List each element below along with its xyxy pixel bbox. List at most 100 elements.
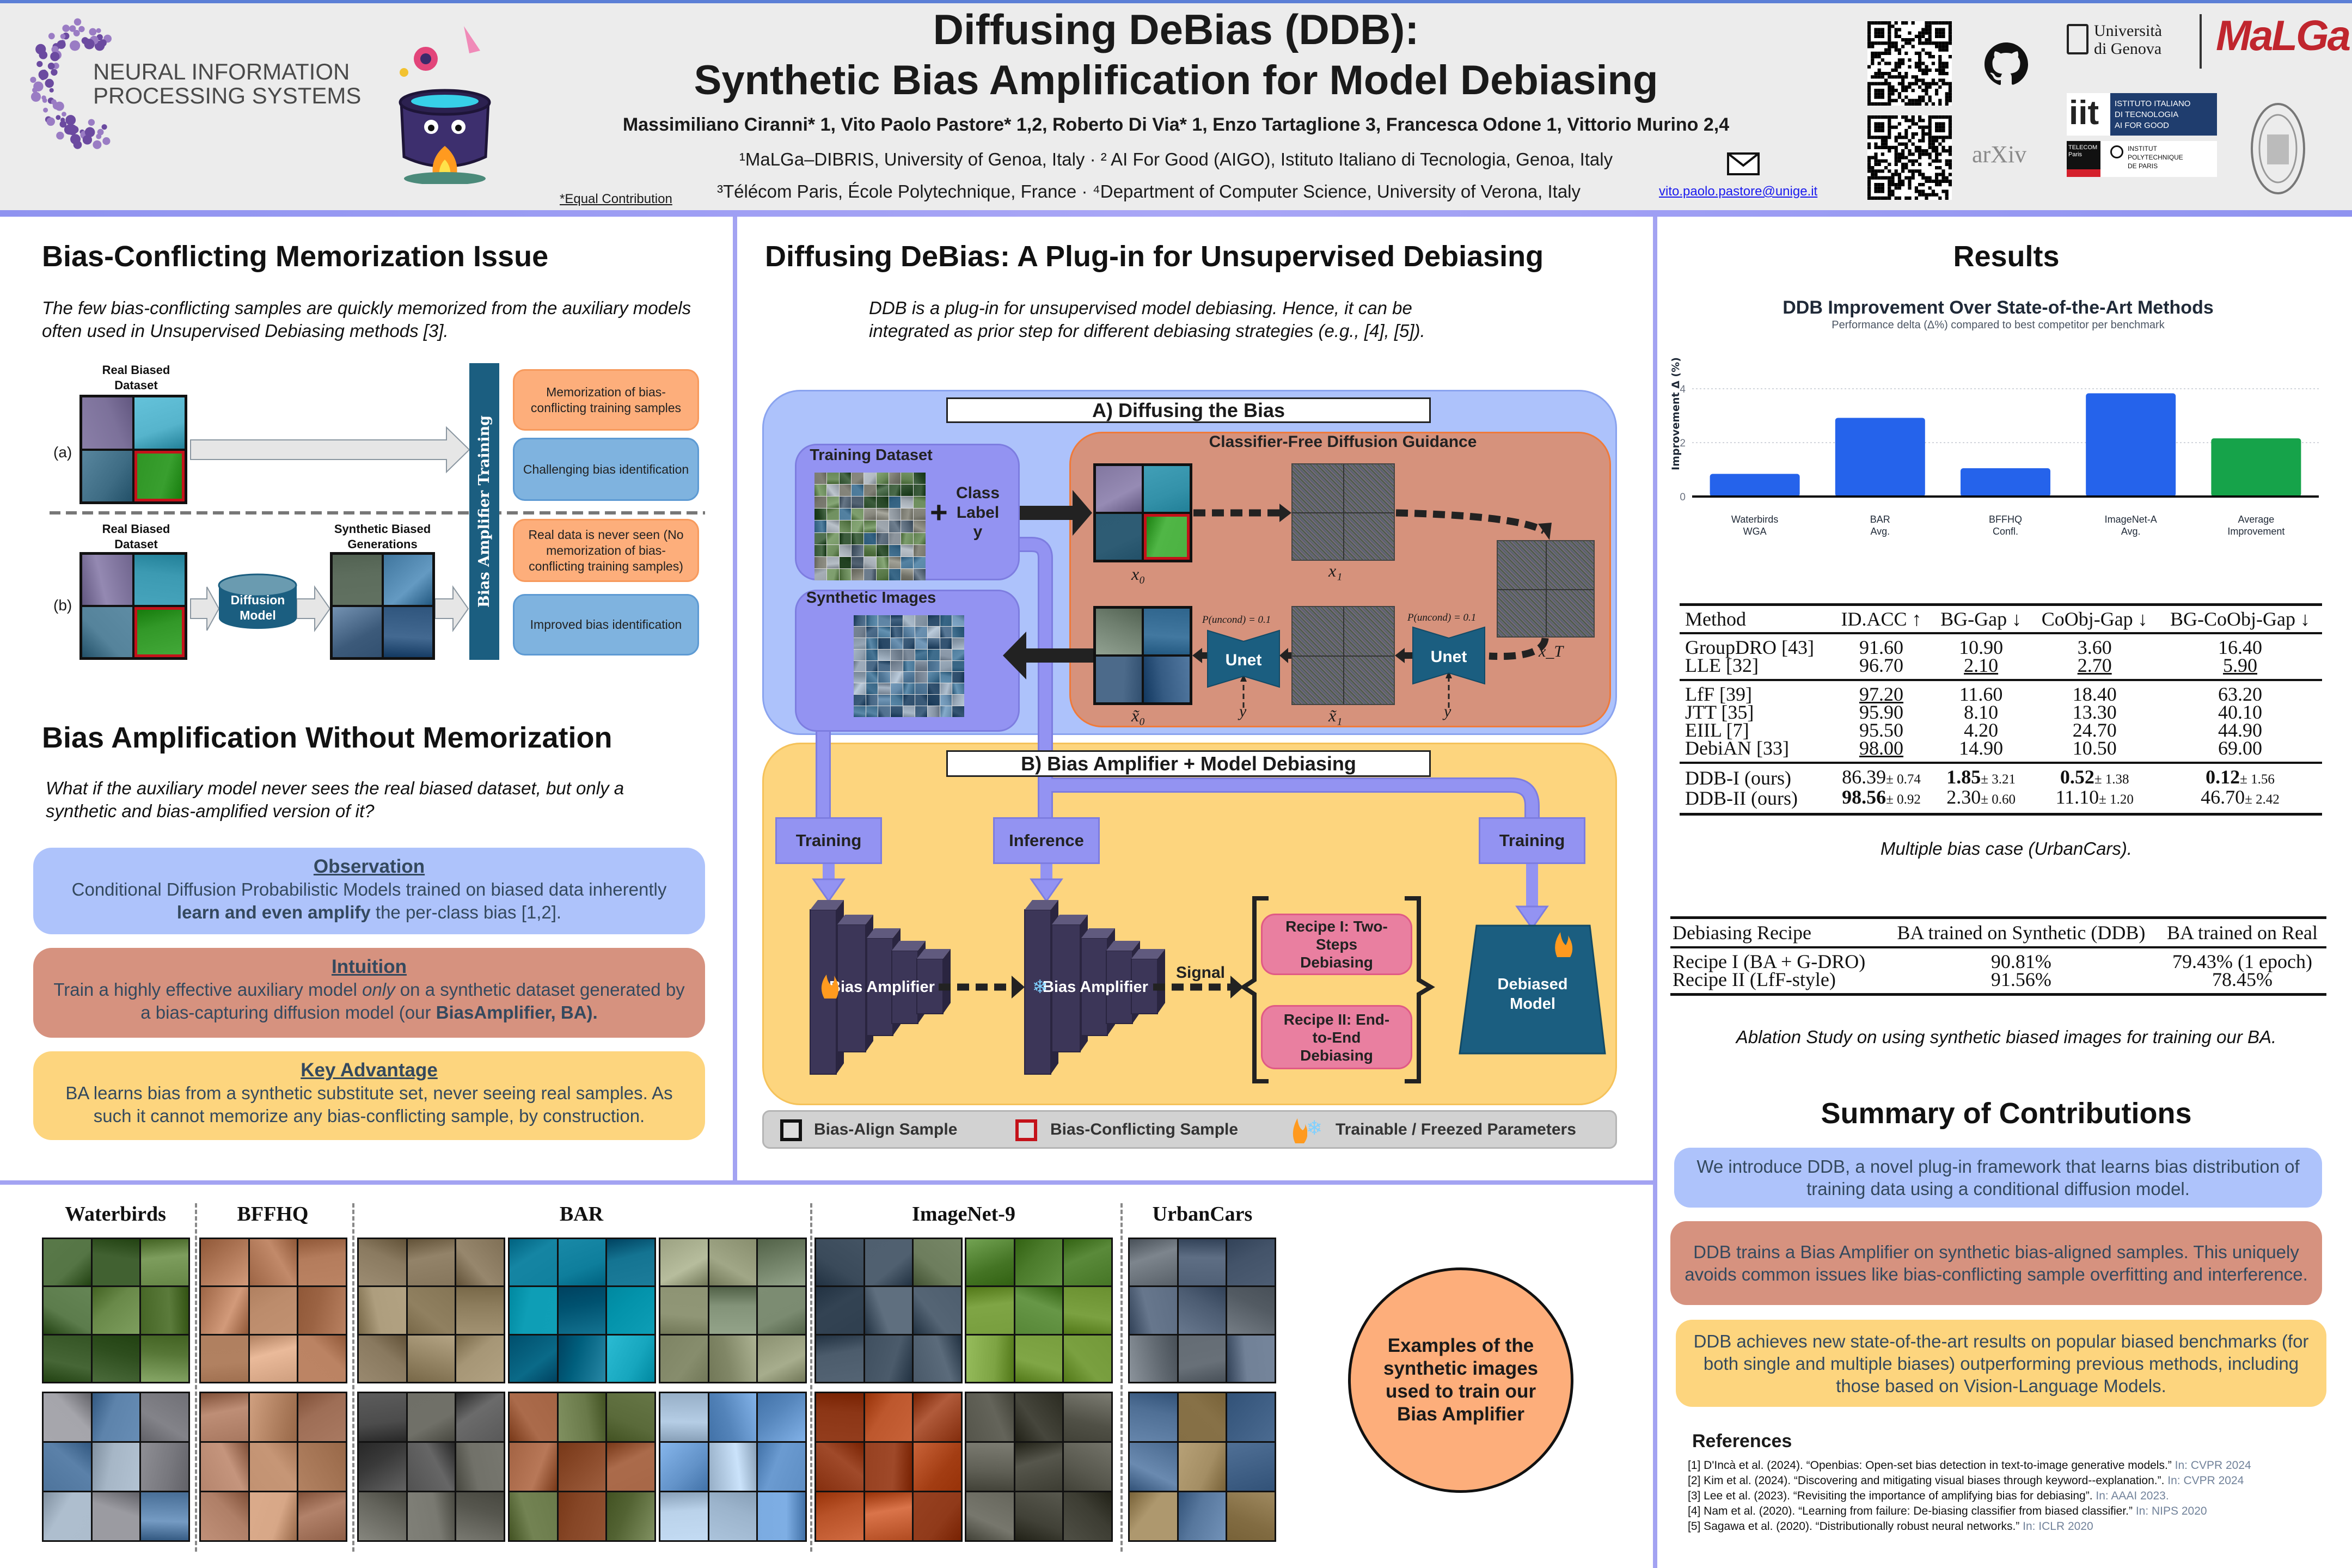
sample-image bbox=[249, 1443, 297, 1491]
intuition-title: Intuition bbox=[331, 956, 407, 977]
figure-label-a: (a) bbox=[53, 444, 72, 461]
image-grid bbox=[199, 1392, 347, 1542]
sample-image bbox=[816, 1239, 863, 1286]
sample-image bbox=[558, 1335, 606, 1382]
metric-cell: 95.90 bbox=[1832, 702, 1931, 722]
logo-dot bbox=[48, 33, 55, 40]
thumbnail bbox=[814, 520, 826, 532]
thumbnail bbox=[903, 638, 915, 649]
iit-logo: iit ISTITUTO ITALIANO DI TECNOLOGIA AI F… bbox=[2067, 93, 2217, 136]
observation-text-bold: learn and even amplify bbox=[176, 902, 371, 922]
sample-image bbox=[1130, 1492, 1177, 1540]
arxiv-logo[interactable]: arXiv bbox=[1972, 141, 2027, 168]
image-grid bbox=[357, 1238, 505, 1383]
y-tick-label: 0 bbox=[1680, 492, 1686, 503]
metric-value: 2.10 bbox=[1964, 654, 1999, 676]
metric-value: 44.90 bbox=[2218, 719, 2262, 741]
thumbnail bbox=[814, 509, 826, 520]
malga-logo: MaLGa bbox=[2216, 11, 2351, 59]
class-label: Class Label bbox=[955, 484, 1000, 522]
sample-image bbox=[407, 1239, 455, 1286]
figure-arrows bbox=[50, 426, 705, 633]
sample-image bbox=[333, 555, 382, 605]
dataset-name: UrbanCars bbox=[1152, 1203, 1253, 1226]
x-tick-label: Avg. bbox=[2121, 526, 2141, 537]
thumbnail bbox=[915, 695, 927, 706]
table-rule bbox=[1670, 993, 2326, 997]
signal-label: Signal bbox=[1176, 964, 1225, 982]
thumbnail bbox=[876, 556, 889, 568]
contact-email-link[interactable]: vito.paolo.pastore@unige.it bbox=[1659, 184, 1818, 199]
qr-code-icon[interactable] bbox=[1867, 115, 1952, 200]
sample-image bbox=[660, 1492, 708, 1540]
sample-image bbox=[914, 1335, 961, 1382]
thumbnail bbox=[852, 485, 864, 497]
thumbnail bbox=[864, 568, 876, 580]
arrow-icon bbox=[190, 426, 470, 474]
qr-code-icon[interactable] bbox=[1867, 21, 1952, 106]
arrow-icon bbox=[296, 585, 331, 633]
logo-dot bbox=[69, 25, 76, 32]
sample-image bbox=[1130, 1287, 1177, 1334]
reference-venue: In: AAAI 2023. bbox=[2096, 1490, 2169, 1502]
thumbnail bbox=[876, 544, 889, 556]
reference-item: [1] D'Incà et al. (2024). “Openbias: Ope… bbox=[1688, 1458, 2251, 1473]
row-divider bbox=[0, 1180, 1655, 1185]
sample-image bbox=[134, 397, 185, 449]
metric-std: ± 0.92 bbox=[1886, 792, 1921, 807]
sample-image bbox=[966, 1393, 1014, 1441]
method-name: DebiAN [33] bbox=[1685, 737, 1789, 759]
sample-image bbox=[510, 1287, 557, 1334]
thumbnail bbox=[901, 497, 914, 509]
metric-value: 2.30 bbox=[1946, 786, 1981, 808]
column-header: Method bbox=[1685, 608, 1746, 630]
metric-cell: 40.10 bbox=[2158, 702, 2322, 722]
sample-image bbox=[134, 450, 185, 501]
section-title-memorization: Bias-Conflicting Memorization Issue bbox=[42, 240, 549, 273]
sample-image bbox=[1144, 657, 1190, 702]
references-list: [1] D'Incà et al. (2024). “Openbias: Ope… bbox=[1688, 1458, 2251, 1534]
logo-dot bbox=[62, 24, 70, 32]
metric-value: 98.00 bbox=[1859, 737, 1904, 759]
thumbnail bbox=[878, 672, 890, 683]
network-layer-top bbox=[867, 928, 901, 938]
data-flow-pipes bbox=[816, 537, 1540, 819]
unige-line1: Università bbox=[2094, 22, 2162, 40]
method-name: DDB-I (ours) bbox=[1685, 767, 1791, 789]
logo-dot bbox=[84, 127, 95, 138]
thumbnail bbox=[889, 497, 901, 509]
sample-image bbox=[298, 1492, 346, 1540]
reference-text: [4] Nam et al. (2020). “Learning from fa… bbox=[1688, 1505, 2136, 1517]
sample-image bbox=[201, 1239, 248, 1286]
sample-image bbox=[966, 1492, 1014, 1540]
thumbnail bbox=[890, 706, 903, 717]
logo-dot bbox=[93, 140, 102, 149]
image-grid bbox=[508, 1238, 656, 1383]
sample-image bbox=[914, 1492, 961, 1540]
column-header: BG-CoObj-Gap ↓ bbox=[2170, 608, 2310, 630]
method-name: JTT [35] bbox=[1685, 701, 1754, 723]
thumbnail bbox=[864, 544, 876, 556]
panel-b-title: B) Bias Amplifier + Model Debiasing bbox=[946, 750, 1431, 777]
metric-cell: 69.00 bbox=[2158, 738, 2322, 763]
method-name: DDB-II (ours) bbox=[1685, 787, 1798, 809]
metric-cell: 0.52± 1.38 bbox=[2031, 764, 2158, 788]
github-icon[interactable] bbox=[1984, 42, 2028, 86]
sample-image bbox=[607, 1492, 654, 1540]
metric-cell: 98.56± 0.92 bbox=[1832, 787, 1931, 814]
logo-dot bbox=[73, 140, 82, 149]
sample-image bbox=[607, 1239, 654, 1286]
sample-image bbox=[966, 1239, 1014, 1286]
key-advantage-text: BA learns bias from a synthetic substitu… bbox=[65, 1083, 673, 1126]
thumbnail bbox=[889, 473, 901, 485]
sample-image bbox=[1227, 1492, 1275, 1540]
metric-cell: 91.60 bbox=[1832, 634, 1931, 657]
sample-image bbox=[816, 1287, 863, 1334]
metric-value: 0.52 bbox=[2060, 766, 2094, 788]
method-name: EIIL [7] bbox=[1685, 719, 1749, 741]
thumbnail bbox=[927, 672, 940, 683]
